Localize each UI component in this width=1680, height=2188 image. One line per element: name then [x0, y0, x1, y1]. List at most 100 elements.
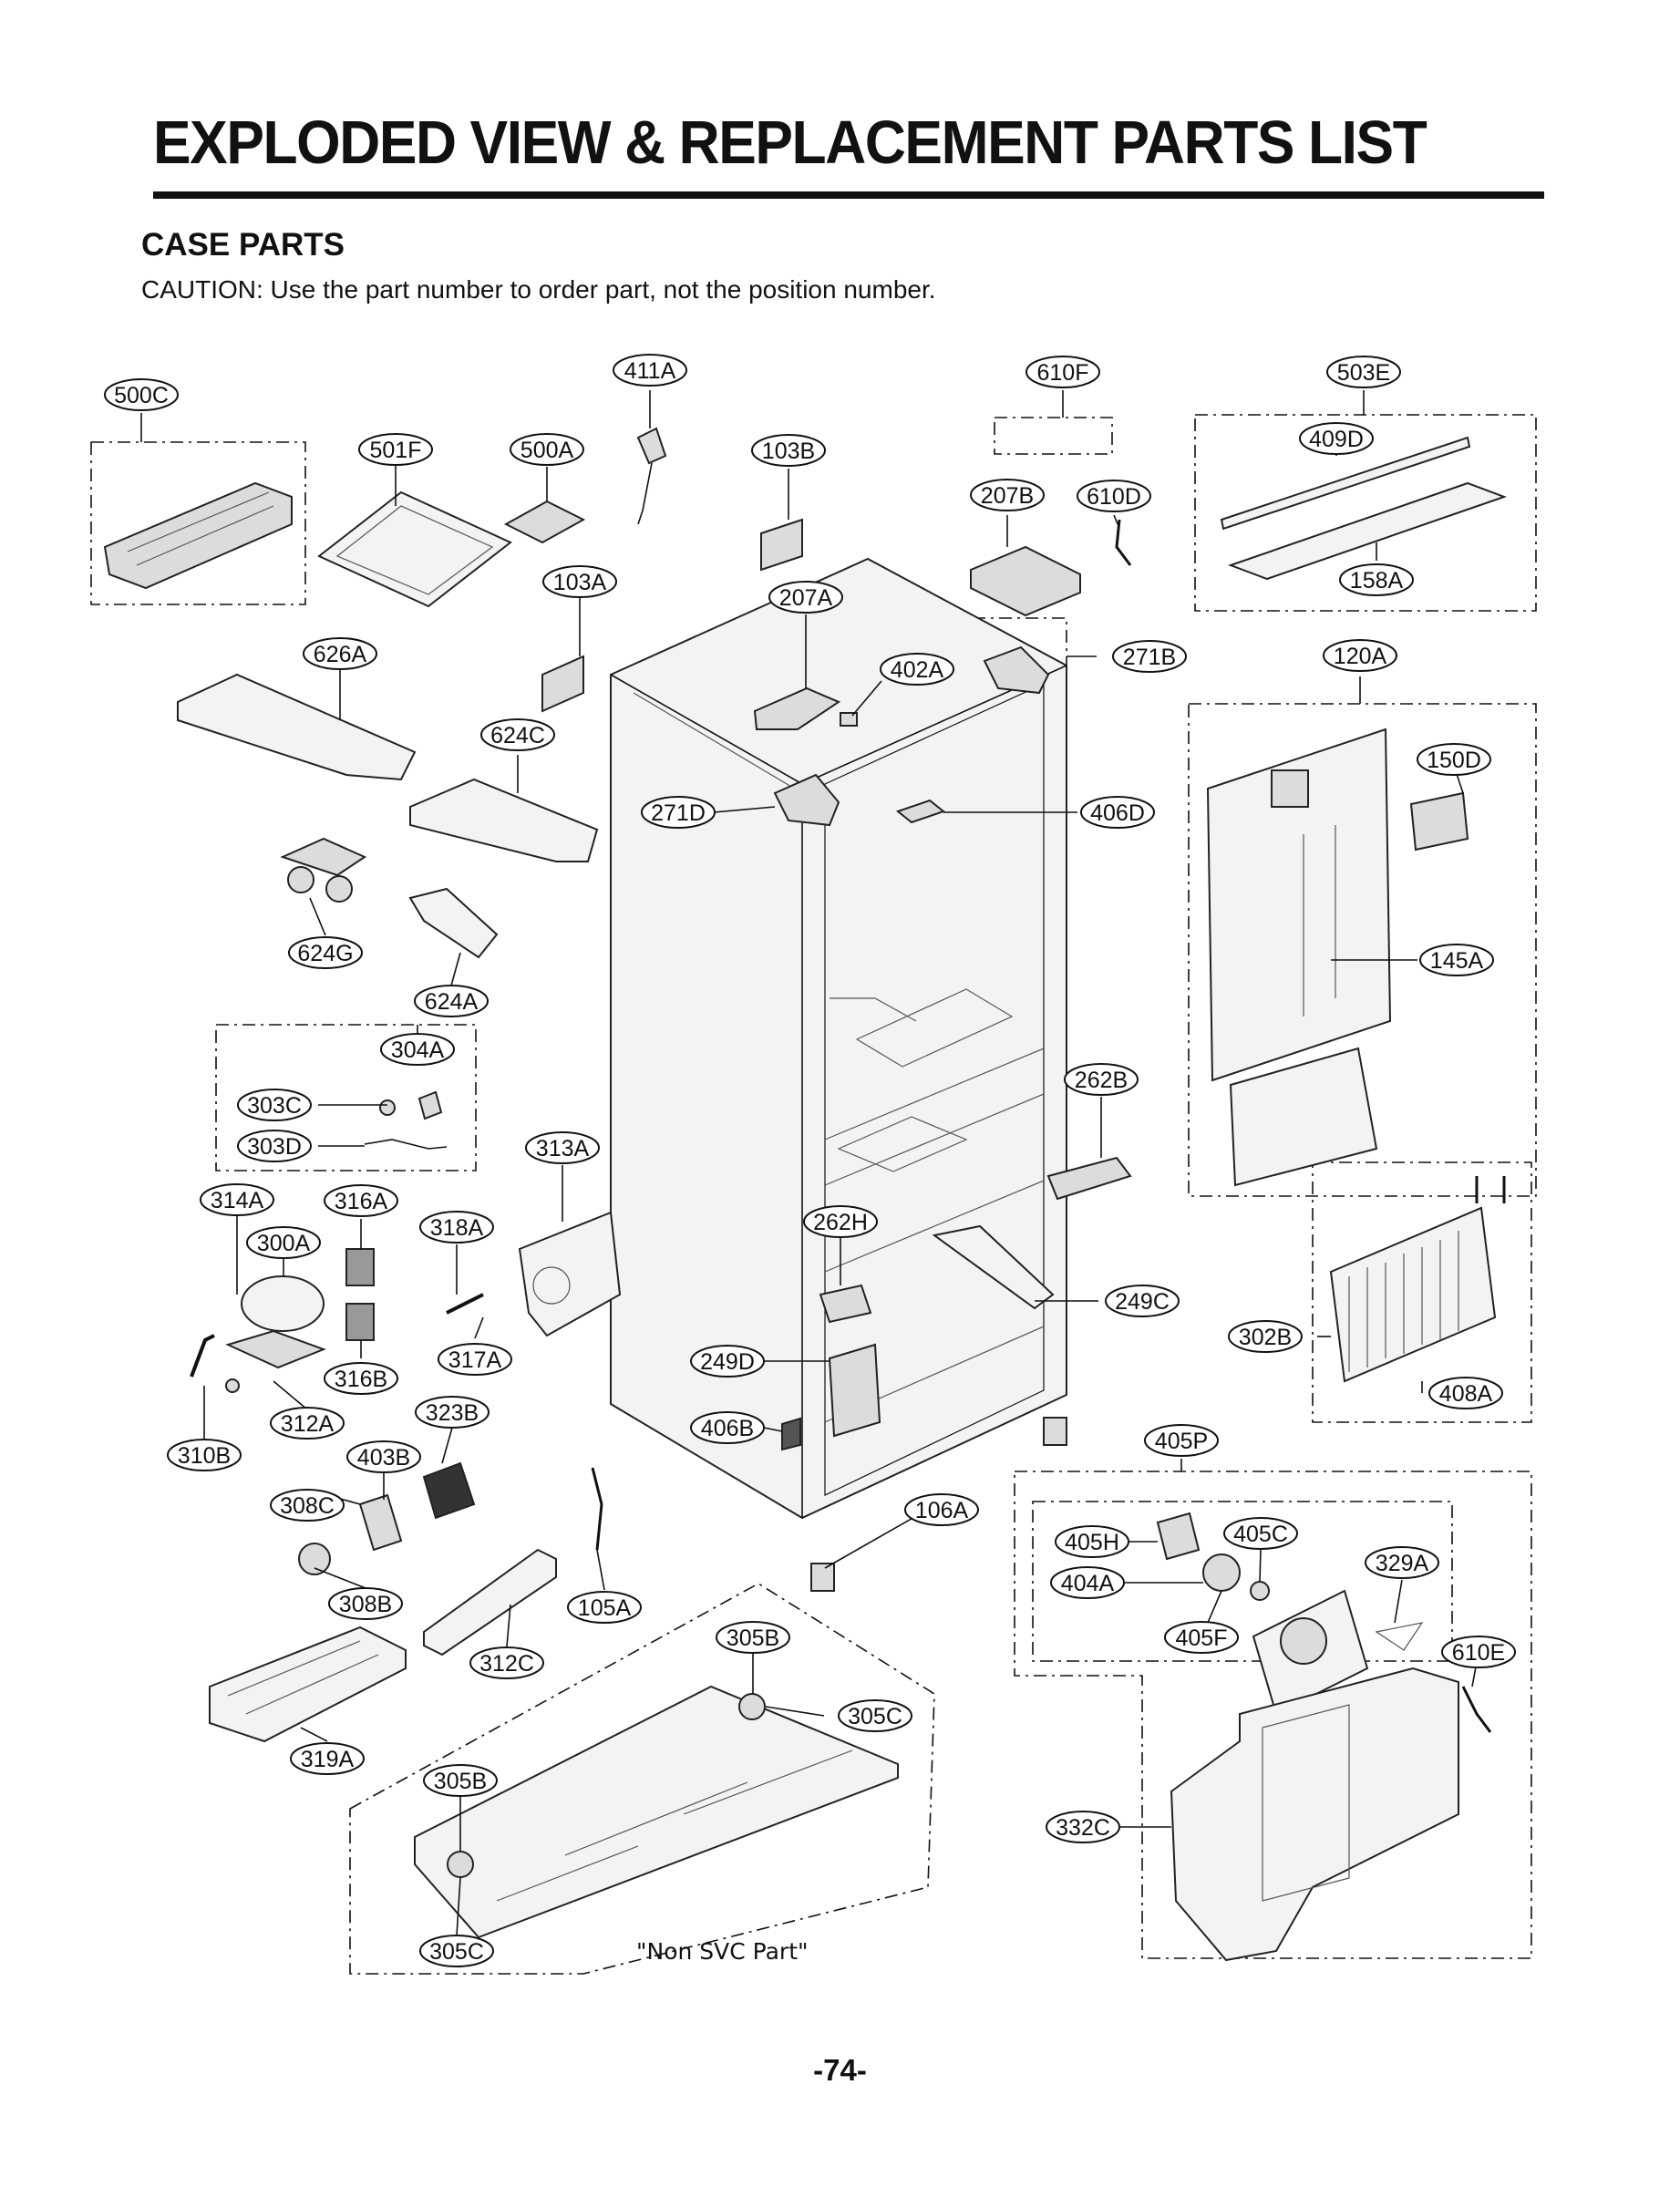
- callout-text: 501F: [370, 438, 422, 463]
- callout-oval: [1228, 1320, 1303, 1353]
- callout-text: 150D: [1427, 748, 1481, 773]
- callout-oval: [423, 1764, 498, 1797]
- callout-text: 308B: [339, 1592, 392, 1617]
- callout-text: 303C: [247, 1093, 302, 1119]
- callout-318a: 318A: [419, 1211, 494, 1244]
- callout-329a: 329A: [1365, 1546, 1439, 1579]
- callout-624c: 624C: [480, 718, 555, 751]
- callout-oval: [1050, 1566, 1125, 1599]
- callout-oval: [567, 1591, 642, 1624]
- callout-text: 318A: [430, 1215, 484, 1241]
- callout-626a: 626A: [303, 637, 377, 670]
- callout-text: 106A: [915, 1498, 969, 1523]
- callout-text: 402A: [891, 657, 944, 683]
- callout-305b: 305B: [423, 1764, 498, 1797]
- callout-text: 304A: [391, 1037, 445, 1063]
- callout-405c: 405C: [1223, 1517, 1298, 1550]
- callout-oval: [641, 796, 716, 829]
- callout-406d: 406D: [1080, 796, 1155, 829]
- callout-411a: 411A: [613, 354, 687, 387]
- callout-oval: [1326, 356, 1401, 388]
- callout-624a: 624A: [414, 985, 489, 1017]
- callout-text: 262B: [1075, 1068, 1128, 1093]
- callout-304a: 304A: [380, 1033, 455, 1066]
- callout-text: 158A: [1350, 568, 1404, 593]
- callout-oval: [1112, 640, 1187, 673]
- callout-oval: [1428, 1377, 1503, 1409]
- callout-text: 103A: [553, 570, 607, 595]
- callout-text: 316A: [335, 1189, 388, 1214]
- callout-text: 405P: [1155, 1429, 1208, 1454]
- callout-text: 408A: [1439, 1381, 1493, 1407]
- callout-text: 314A: [211, 1188, 264, 1213]
- callout-text: 405F: [1176, 1626, 1228, 1651]
- callout-text: 411A: [624, 358, 676, 384]
- callout-oval: [690, 1345, 765, 1378]
- callout-150d: 150D: [1417, 743, 1491, 776]
- callout-106a: 106A: [904, 1493, 979, 1526]
- callout-323b: 323B: [415, 1396, 490, 1429]
- caution-text: CAUTION: Use the part number to order pa…: [141, 275, 936, 304]
- callout-262b: 262B: [1064, 1063, 1139, 1096]
- callout-oval: [324, 1184, 398, 1217]
- parts: [103, 427, 1507, 1962]
- callout-text: 317A: [448, 1347, 502, 1373]
- callout-313a: 313A: [525, 1131, 600, 1164]
- callout-text: 310B: [178, 1443, 231, 1469]
- callout-oval: [510, 433, 584, 466]
- callout-402a: 402A: [880, 653, 954, 686]
- callout-303d: 303D: [237, 1130, 312, 1162]
- callout-oval: [438, 1343, 512, 1376]
- title-rule: [153, 191, 1544, 199]
- callout-oval: [480, 718, 555, 751]
- callout-oval: [358, 433, 433, 466]
- callout-319a: 319A: [290, 1742, 365, 1775]
- callout-oval: [380, 1033, 455, 1066]
- callout-text: 305C: [429, 1939, 484, 1965]
- callout-text: 103B: [762, 439, 815, 464]
- callout-oval: [613, 354, 687, 387]
- callout-text: 302B: [1239, 1325, 1292, 1350]
- callout-409d: 409D: [1299, 422, 1374, 455]
- callout-oval: [246, 1226, 321, 1259]
- callout-text: 249D: [700, 1349, 755, 1375]
- callout-oval: [690, 1411, 765, 1444]
- callout-316a: 316A: [324, 1184, 398, 1217]
- callout-oval: [803, 1205, 878, 1238]
- callout-300a: 300A: [246, 1226, 321, 1259]
- callout-oval: [1064, 1063, 1139, 1096]
- callout-oval: [716, 1621, 790, 1654]
- callout-text: 405H: [1065, 1530, 1119, 1555]
- callout-oval: [167, 1439, 242, 1471]
- callout-oval: [324, 1362, 398, 1395]
- callout-text: 610E: [1452, 1640, 1505, 1666]
- callout-249c: 249C: [1105, 1285, 1180, 1317]
- callout-500c: 500C: [104, 378, 179, 411]
- callout-624g: 624G: [288, 936, 363, 969]
- callout-text: 323B: [426, 1400, 479, 1426]
- callout-405h: 405H: [1055, 1525, 1129, 1558]
- callout-oval: [303, 637, 377, 670]
- callout-610e: 610E: [1441, 1636, 1516, 1668]
- callout-text: 610F: [1037, 360, 1089, 386]
- callout-501f: 501F: [358, 433, 433, 466]
- callout-text: 308C: [280, 1493, 335, 1519]
- callout-305c: 305C: [419, 1935, 494, 1967]
- callout-207a: 207A: [768, 581, 843, 614]
- callout-oval: [1223, 1517, 1298, 1550]
- callout-oval: [104, 378, 179, 411]
- callout-oval: [270, 1489, 345, 1522]
- callout-332c: 332C: [1046, 1811, 1120, 1843]
- callout-oval: [542, 565, 617, 598]
- callout-406b: 406B: [690, 1411, 765, 1444]
- callout-310b: 310B: [167, 1439, 242, 1471]
- non-svc-note: "Non SVC Part": [636, 1938, 809, 1965]
- callout-text: 332C: [1056, 1815, 1110, 1841]
- callout-120a: 120A: [1323, 639, 1397, 672]
- callout-103b: 103B: [751, 434, 826, 467]
- callout-oval: [328, 1587, 403, 1620]
- callout-text: 406D: [1090, 800, 1145, 826]
- callout-oval: [1323, 639, 1397, 672]
- callout-text: 503E: [1337, 360, 1390, 386]
